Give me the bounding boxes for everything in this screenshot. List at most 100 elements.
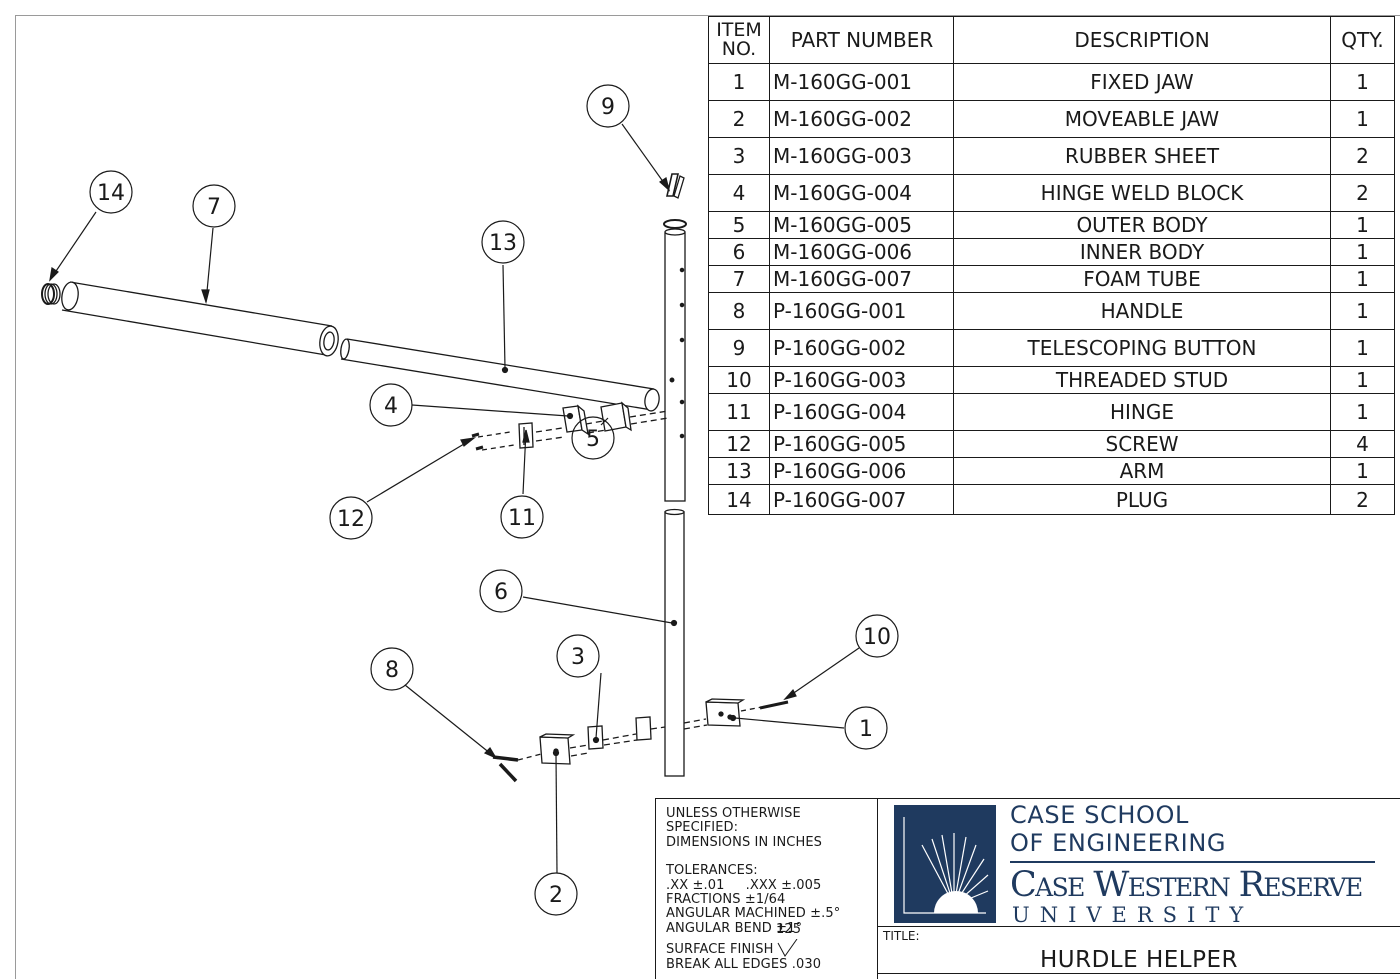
bom-cell-qty: 4 [1330, 430, 1395, 458]
break-edges-note: BREAK ALL EDGES .030 [666, 957, 822, 972]
bom-cell-item: 14 [708, 484, 770, 515]
callout-9: 9 [586, 84, 630, 128]
bom-cell-item: 2 [708, 100, 770, 138]
callout-number: 12 [337, 507, 365, 532]
title-block-divider [878, 973, 1400, 974]
bom-cell-part-number: P-160GG-002 [769, 329, 954, 367]
bom-cell-qty: 2 [1330, 137, 1395, 175]
bom-cell-description: TELESCOPING BUTTON [953, 329, 1331, 367]
bom-cell-description: INNER BODY [953, 238, 1331, 266]
callout-11: 11 [500, 495, 544, 539]
bom-cell-part-number: P-160GG-007 [769, 484, 954, 515]
bom-header-qty: QTY. [1330, 16, 1395, 64]
bom-cell-description: HINGE WELD BLOCK [953, 174, 1331, 212]
surface-finish-symbol-icon [777, 939, 798, 957]
bom-cell-part-number: M-160GG-007 [769, 265, 954, 293]
bom-cell-description: MOVEABLE JAW [953, 100, 1331, 138]
callout-7: 7 [192, 184, 236, 228]
bom-cell-qty: 1 [1330, 457, 1395, 485]
bom-cell-item: 3 [708, 137, 770, 175]
bom-cell-qty: 2 [1330, 484, 1395, 515]
bom-cell-part-number: P-160GG-005 [769, 430, 954, 458]
bom-cell-description: ARM [953, 457, 1331, 485]
callout-4: 4 [369, 383, 413, 427]
bom-cell-description: FIXED JAW [953, 63, 1331, 101]
tolerance-line: .XX ±.01 .XXX ±.005 [666, 877, 822, 893]
callout-2: 2 [534, 872, 578, 916]
bom-cell-item: 9 [708, 329, 770, 367]
callout-number: 5 [586, 427, 600, 452]
tolerance-line: TOLERANCES: [666, 863, 758, 879]
tolerance-line: ANGULAR BEND ±1° [666, 920, 803, 936]
bom-cell-description: RUBBER SHEET [953, 137, 1331, 175]
bom-cell-qty: 1 [1330, 329, 1395, 367]
bom-cell-qty: 1 [1330, 211, 1395, 239]
callout-8: 8 [370, 647, 414, 691]
tolerance-line: UNLESS OTHERWISE SPECIFIED: [666, 806, 801, 836]
callout-number: 2 [549, 883, 563, 908]
bom-cell-part-number: P-160GG-001 [769, 292, 954, 330]
bom-cell-description: OUTER BODY [953, 211, 1331, 239]
bom-header-description: DESCRIPTION [953, 16, 1331, 64]
surface-finish-value: 125 [776, 922, 802, 937]
bom-cell-qty: 1 [1330, 292, 1395, 330]
callout-5: 5 [571, 416, 615, 460]
bom-cell-qty: 1 [1330, 238, 1395, 266]
callout-number: 11 [508, 506, 536, 531]
logo-school-line1: CASE SCHOOL [1010, 801, 1189, 829]
bom-cell-qty: 1 [1330, 100, 1395, 138]
bom-cell-item: 11 [708, 393, 770, 431]
bom-cell-description: HANDLE [953, 292, 1331, 330]
callout-14: 14 [89, 170, 133, 214]
bom-cell-part-number: M-160GG-006 [769, 238, 954, 266]
bom-cell-item: 13 [708, 457, 770, 485]
hinge-assembly-parts [471, 401, 669, 451]
bom-cell-part-number: P-160GG-004 [769, 393, 954, 431]
bom-cell-part-number: M-160GG-005 [769, 211, 954, 239]
bom-cell-item: 1 [708, 63, 770, 101]
callout-number: 8 [385, 658, 399, 683]
callout-number: 1 [859, 717, 873, 742]
bom-cell-item: 12 [708, 430, 770, 458]
logo-university-name: Case Western Reserve [1010, 865, 1363, 905]
bom-cell-qty: 1 [1330, 63, 1395, 101]
bom-cell-part-number: P-160GG-003 [769, 366, 954, 394]
sheet-border [15, 15, 1400, 979]
inner-body-part [664, 508, 685, 777]
callout-1: 1 [844, 706, 888, 750]
tolerance-line: FRACTIONS ±1/64 [666, 892, 786, 908]
callout-13: 13 [481, 220, 525, 264]
logo-divider [1010, 861, 1375, 863]
callout-number: 6 [494, 580, 508, 605]
callout-number: 7 [207, 195, 221, 220]
callout-number: 13 [489, 231, 517, 256]
callout-number: 3 [571, 645, 585, 670]
logo-university-sub: UNIVERSITY [1012, 903, 1254, 927]
callout-10: 10 [855, 614, 899, 658]
bom-cell-description: SCREW [953, 430, 1331, 458]
bom-cell-description: FOAM TUBE [953, 265, 1331, 293]
bom-cell-qty: 1 [1330, 366, 1395, 394]
logo-school-line2: OF ENGINEERING [1010, 829, 1227, 857]
bom-cell-part-number: P-160GG-006 [769, 457, 954, 485]
telescoping-button-part [665, 173, 685, 199]
surface-finish-label: SURFACE FINISH [666, 942, 774, 957]
tolerance-block: UNLESS OTHERWISE SPECIFIED: DIMENSIONS I… [655, 798, 878, 979]
bom-header-part-number: PART NUMBER [769, 16, 954, 64]
callout-number: 4 [384, 394, 398, 419]
jaw-assembly-parts [492, 698, 789, 783]
tolerance-line: DIMENSIONS IN INCHES [666, 834, 822, 850]
logo-block: CASE SCHOOL OF ENGINEERING Case Western … [878, 798, 1400, 927]
bom-cell-description: HINGE [953, 393, 1331, 431]
